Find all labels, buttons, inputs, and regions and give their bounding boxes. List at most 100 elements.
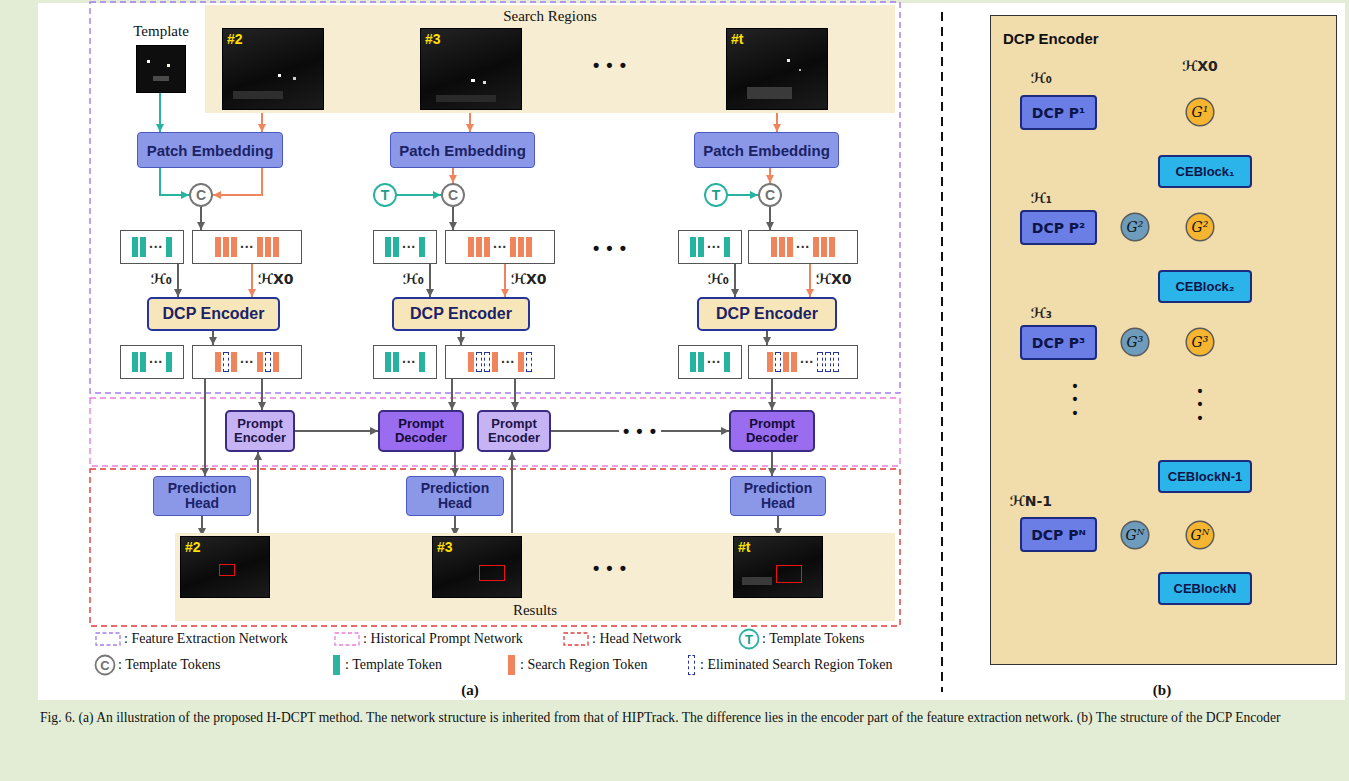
frame-image: #2 [222,28,324,110]
node-text: Prompt Encoder [227,417,293,446]
circle-shape [705,184,727,206]
circle-shape [759,184,781,206]
node-text: G² [1192,219,1209,235]
connector [257,452,259,536]
dcp-prompt-box: DCP Pᴺ [1020,517,1097,552]
token-bar [817,352,823,372]
panel-ground [38,3,1345,700]
connector-label: ℋX0 [258,271,294,287]
token-sequence: ··· [678,230,742,264]
token-bar [385,237,391,257]
token-bar [257,352,263,372]
token-bar [231,237,237,257]
feature-extraction-region [90,2,900,393]
circle-shape [190,184,212,206]
concat-circle: C [441,183,465,207]
patch-embedding-box: Patch Embedding [390,132,535,168]
legend-text: : Template Tokens [762,630,865,648]
token-ellipsis: ··· [402,239,416,255]
node-text: Gᴺ [1191,527,1210,543]
token-bar [724,352,730,372]
node-text: Prompt Decoder [731,417,813,446]
token-bar [783,352,789,372]
connector [212,331,214,345]
node-text: #2 [227,31,243,47]
connector [204,379,206,476]
node-text: Patch Embedding [703,142,830,159]
connector [429,264,431,297]
node-text: #2 [185,539,201,555]
token-ellipsis: ··· [149,354,163,370]
connector [451,379,453,410]
ellipsis: • • • [593,55,627,76]
node-text: #t [731,31,743,47]
connector [469,110,471,132]
token-sequence: ··· [678,345,742,379]
legend-symbol-letter: C [100,658,109,673]
legend-sample-circle [96,656,115,675]
token-bar [273,352,279,372]
frame-image: #3 [420,28,522,110]
connector [160,168,189,195]
image-detail [787,59,790,62]
connector [511,452,513,536]
prompt-decoder-box: Prompt Decoder [378,410,464,452]
token-bar [215,237,221,257]
node-text: #t [738,539,750,555]
gate-circle: Gᴺ [1120,520,1150,550]
prediction-head-box: Prediction Head [153,476,251,516]
image-detail [799,69,801,71]
connector-label: ℋ₀ [403,271,424,287]
connector [514,379,516,410]
connector [452,168,454,183]
node-text: CEBlockN [1174,581,1237,596]
node-text: #3 [437,539,453,555]
node-text: Prediction Head [731,481,825,512]
node-text: Prediction Head [154,481,250,512]
connector [251,264,253,297]
token-bar [215,352,221,372]
node-text: DCP P² [1032,220,1085,236]
connector-label: ℋX0 [511,271,547,287]
prediction-head-box: Prediction Head [730,476,826,516]
token-ellipsis: ··· [707,239,721,255]
node-text: G¹ [1192,104,1209,120]
node-text: DCP Encoder [1003,30,1099,47]
legend-text: : Head Network [592,630,681,648]
connector [295,430,378,432]
token-bar [829,237,835,257]
token-bar [419,352,425,372]
connector [261,379,263,410]
node-text: G³ [1192,334,1209,350]
node-text: DCP Encoder [716,305,818,323]
connector [452,207,454,230]
gate-circle: G² [1120,212,1150,242]
image-detail [776,565,802,583]
prediction-head-box: Prediction Head [406,476,504,516]
ellipsis: • • • [593,558,627,579]
frame-image: #t [733,536,823,598]
ellipsis: • • • [1071,380,1079,420]
legend-swatch [688,655,695,675]
token-bar [132,352,138,372]
token-bar [476,237,482,257]
token-bar [484,237,490,257]
token-ellipsis: ··· [493,239,507,255]
node-text: G³ [1127,334,1144,350]
ellipsis: • • • [1196,385,1204,425]
node-text: CEBlockN-1 [1168,469,1242,484]
panel-label: (a) [461,682,479,699]
circle-shape [1186,98,1214,126]
node-text: DCP P¹ [1032,105,1085,121]
fusion-circle: G³ [1185,327,1215,357]
token-bar [166,352,172,372]
ce-block-box: CEBlock₁ [1158,155,1252,188]
template-token-circle: T [704,183,728,207]
legend-sample [95,632,121,646]
token-bar [385,352,391,372]
token-ellipsis: ··· [707,354,721,370]
concat-circle: C [189,183,213,207]
connector [776,110,778,132]
token-bar [787,237,793,257]
patch-embedding-box: Patch Embedding [694,132,839,168]
